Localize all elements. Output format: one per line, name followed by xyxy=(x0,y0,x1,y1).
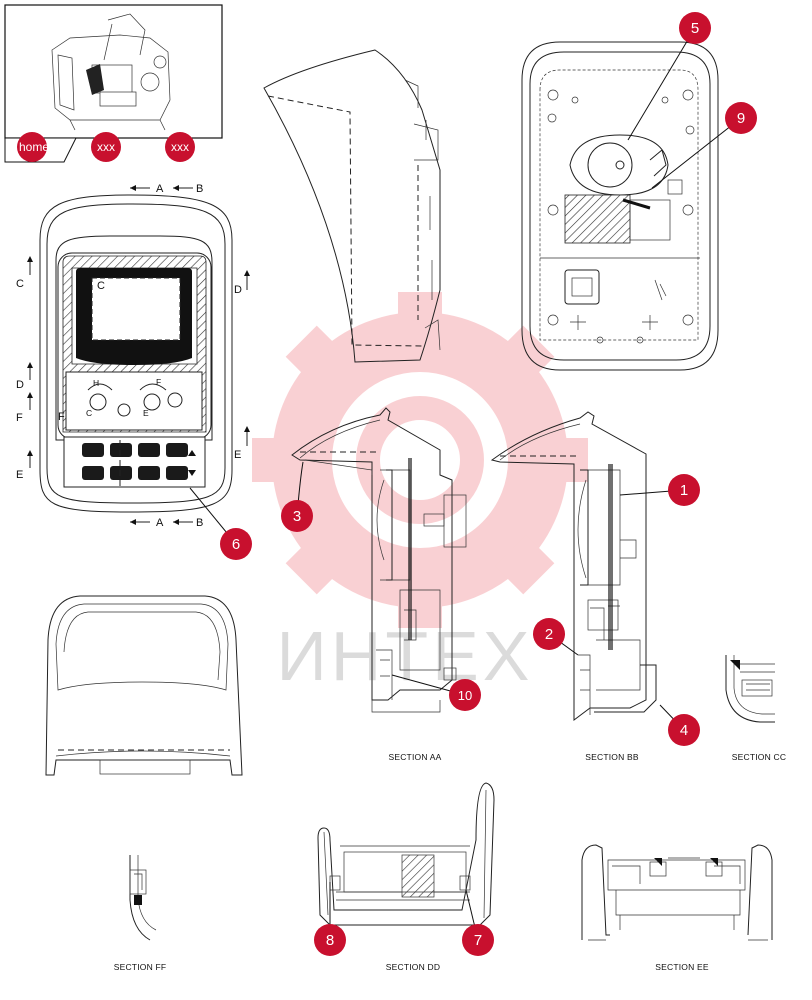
callout-5-number: 5 xyxy=(691,20,699,37)
nav-inset: home xxx xxx xyxy=(4,4,223,163)
gauge-h-label: H xyxy=(93,378,99,388)
section-b-bottom-label: B xyxy=(196,517,203,529)
callout-4-button[interactable]: 4 xyxy=(668,714,700,746)
callout-2-number: 2 xyxy=(545,626,553,643)
temperature-gauge-icon: H C xyxy=(86,378,131,418)
callout-9-button[interactable]: 9 xyxy=(725,102,757,134)
section-dd-label: SECTION DD xyxy=(386,962,440,972)
callout-8-number: 8 xyxy=(326,932,334,949)
section-aa-drawing xyxy=(291,407,467,713)
section-bb-drawing xyxy=(490,411,657,721)
callout-7-button[interactable]: 7 xyxy=(462,924,494,956)
rear-view-cover xyxy=(521,41,719,371)
fuel-gauge-icon: F E xyxy=(139,377,183,418)
machine-thumbnail[interactable] xyxy=(51,13,171,131)
front-view-monitor: C H C F E F xyxy=(16,183,250,529)
section-dd-drawing xyxy=(317,782,495,926)
section-bb-label: SECTION BB xyxy=(585,752,639,762)
section-ee-drawing xyxy=(581,844,773,941)
frame-perspective-view xyxy=(45,595,243,776)
nav-item-2-button[interactable]: xxx xyxy=(165,132,195,162)
callout-leaders xyxy=(189,27,742,941)
home-button-label: home xyxy=(19,140,49,154)
side-view-visor xyxy=(263,49,441,363)
callout-8-button[interactable]: 8 xyxy=(314,924,346,956)
nav-item-1-button[interactable]: xxx xyxy=(91,132,121,162)
section-ff-drawing xyxy=(129,855,157,941)
section-e-left-label: E xyxy=(16,469,23,481)
callout-10-number: 10 xyxy=(458,688,472,703)
keypad xyxy=(82,440,196,488)
callout-7-number: 7 xyxy=(474,932,482,949)
gauge-e-label: E xyxy=(143,408,149,418)
callout-1-number: 1 xyxy=(680,482,688,499)
section-c-inner-label: C xyxy=(97,280,105,292)
callout-3-number: 3 xyxy=(293,508,301,525)
gauge-c-label: C xyxy=(86,408,92,418)
section-ee-label: SECTION EE xyxy=(655,962,709,972)
home-button[interactable]: home xyxy=(17,132,49,162)
callout-5-button[interactable]: 5 xyxy=(679,12,711,44)
section-cc-label: SECTION CC xyxy=(732,752,786,762)
section-aa-label: SECTION AA xyxy=(388,752,441,762)
section-d-right-label: D xyxy=(234,284,242,296)
section-b-top-label: B xyxy=(196,183,203,195)
section-a-top-label: A xyxy=(156,183,164,195)
section-c-left-label: C xyxy=(16,278,24,290)
callout-4-number: 4 xyxy=(680,722,688,739)
callout-6-number: 6 xyxy=(232,536,240,553)
section-a-bottom-label: A xyxy=(156,517,164,529)
section-f-inner-label: F xyxy=(58,411,65,423)
watermark-text: ИНТЕХ xyxy=(276,617,533,695)
section-ff-label: SECTION FF xyxy=(114,962,167,972)
callout-6-button[interactable]: 6 xyxy=(220,528,252,560)
callout-2-button[interactable]: 2 xyxy=(533,618,565,650)
nav-item-1-label: xxx xyxy=(97,140,115,154)
callout-9-number: 9 xyxy=(737,110,745,127)
section-d-left-label: D xyxy=(16,379,24,391)
gauge-f-label: F xyxy=(156,377,161,387)
section-e-right-label: E xyxy=(234,449,241,461)
nav-item-2-label: xxx xyxy=(171,140,189,154)
callout-3-button[interactable]: 3 xyxy=(281,500,313,532)
watermark-logo xyxy=(252,292,588,628)
section-f-left-label: F xyxy=(16,412,23,424)
section-cc-drawing xyxy=(725,655,775,723)
callout-1-button[interactable]: 1 xyxy=(668,474,700,506)
callout-10-button[interactable]: 10 xyxy=(449,679,481,711)
